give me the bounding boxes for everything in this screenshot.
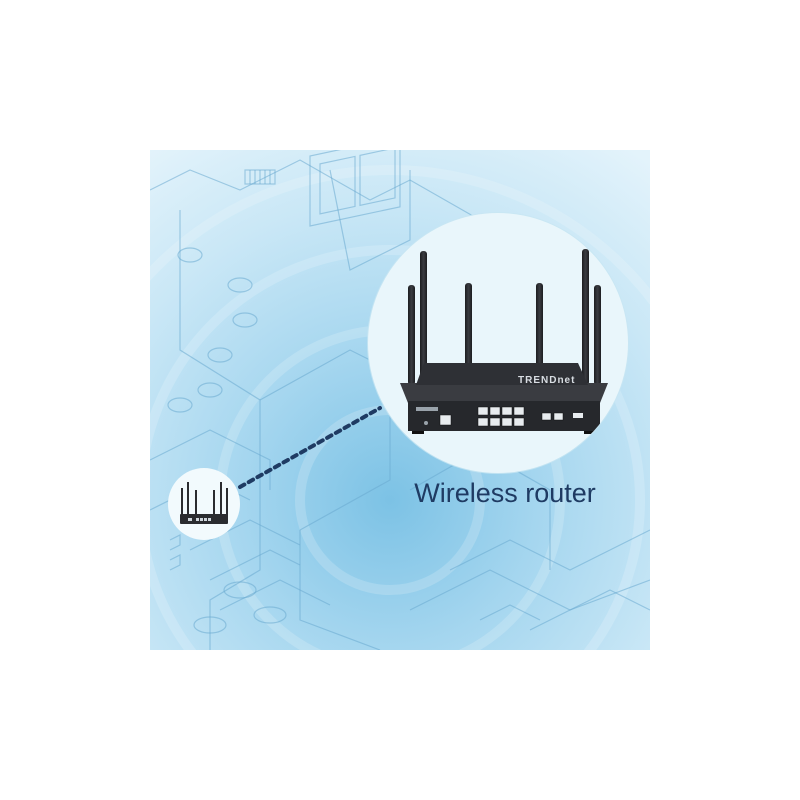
brand-logo: TRENDnet [518,375,575,386]
router-caption: Wireless router [414,478,596,508]
router-zoom-circle: TRENDnet [368,213,628,473]
router-icon: TRENDnet [400,249,608,434]
router-location-marker [168,468,240,540]
router-icon [180,482,228,524]
